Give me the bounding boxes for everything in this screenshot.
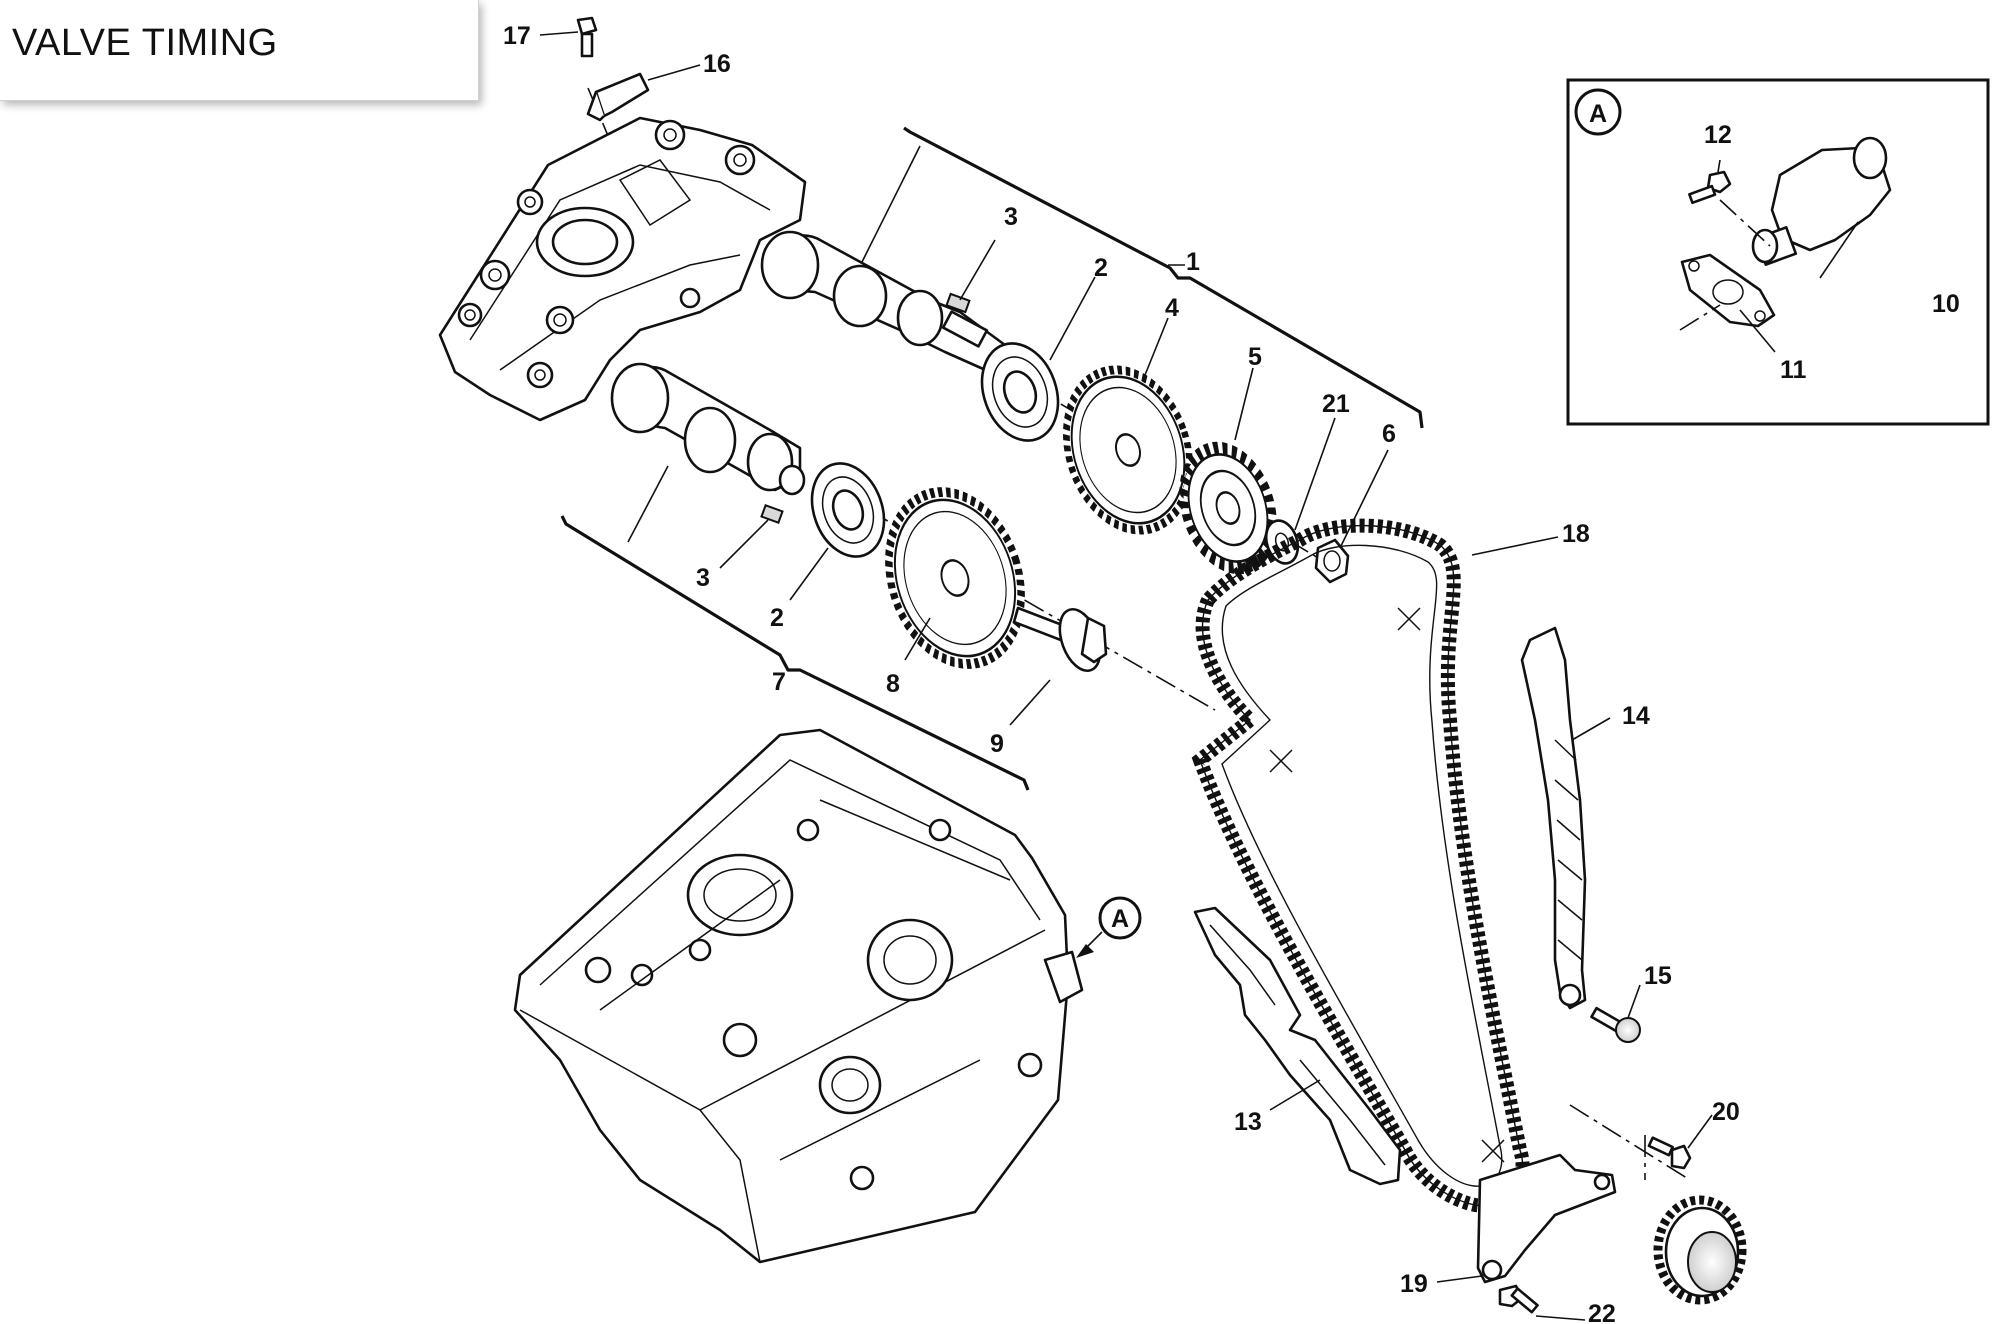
bearing-2-lower (810, 462, 886, 558)
timing-chain-18 (1191, 518, 1530, 1213)
bolt-17 (576, 16, 598, 58)
crank-sprocket (1653, 1195, 1747, 1305)
gear-5 (1179, 441, 1277, 575)
leader-lines (539, 31, 1859, 1321)
label-4: 4 (1165, 294, 1179, 322)
label-14: 14 (1622, 702, 1650, 730)
cylinder-head (513, 728, 1084, 1264)
svg-text:A: A (1589, 100, 1607, 128)
label-22: 22 (1588, 1300, 1616, 1324)
label-5: 5 (1248, 343, 1262, 371)
label-18: 18 (1562, 520, 1590, 548)
brace-pointers (627, 145, 921, 543)
camshaft-upper (760, 230, 1007, 374)
label-11: 11 (1780, 356, 1807, 384)
bolt-12 (1688, 170, 1732, 205)
key-3-upper (945, 292, 971, 314)
camshaft-lower (610, 362, 806, 496)
label-21: 21 (1322, 390, 1350, 418)
label-6: 6 (1382, 420, 1396, 448)
label-15: 15 (1644, 962, 1672, 990)
label-16: 16 (703, 50, 731, 78)
key-3-lower (760, 504, 784, 524)
label-2b: 2 (770, 604, 784, 632)
inset-a: A (1566, 78, 1990, 426)
gear-8 (885, 487, 1025, 669)
label-3: 3 (1004, 203, 1018, 231)
label-20: 20 (1712, 1098, 1740, 1126)
gasket-11 (1680, 253, 1776, 328)
label-7: 7 (772, 668, 786, 696)
bearing-2-upper (980, 342, 1060, 442)
page-title: VALVE TIMING (12, 22, 278, 64)
bolt-9 (1012, 606, 1108, 672)
svg-text:A: A (1111, 905, 1129, 933)
nut-6 (1314, 538, 1350, 584)
label-10: 10 (1932, 290, 1960, 318)
bracket-19 (1476, 1153, 1617, 1284)
clip-16 (586, 72, 650, 122)
part-labels: 1 2 3 4 5 21 6 3 2 7 8 9 10 11 12 13 14 … (503, 22, 1960, 1324)
label-8: 8 (886, 670, 900, 698)
label-12: 12 (1704, 121, 1732, 149)
label-1: 1 (1186, 248, 1200, 276)
gear-4 (1063, 365, 1193, 535)
tensioner-10 (1751, 136, 1892, 266)
label-19: 19 (1400, 1270, 1428, 1298)
label-2: 2 (1094, 254, 1108, 282)
bolt-22 (1498, 1284, 1539, 1314)
callout-a: A (1076, 896, 1142, 958)
label-9: 9 (990, 730, 1004, 758)
label-3b: 3 (696, 564, 710, 592)
screw-15 (1590, 1006, 1641, 1043)
camshaft-cover (438, 116, 807, 422)
brace-7 (560, 515, 1030, 791)
bolt-20 (1647, 1136, 1692, 1170)
label-13: 13 (1234, 1108, 1262, 1136)
brace-1 (903, 126, 1424, 429)
chain-guide-13 (1193, 906, 1402, 1186)
chain-guide-14 (1520, 626, 1587, 1010)
title-tab: VALVE TIMING (0, 0, 479, 101)
label-17: 17 (503, 22, 531, 50)
